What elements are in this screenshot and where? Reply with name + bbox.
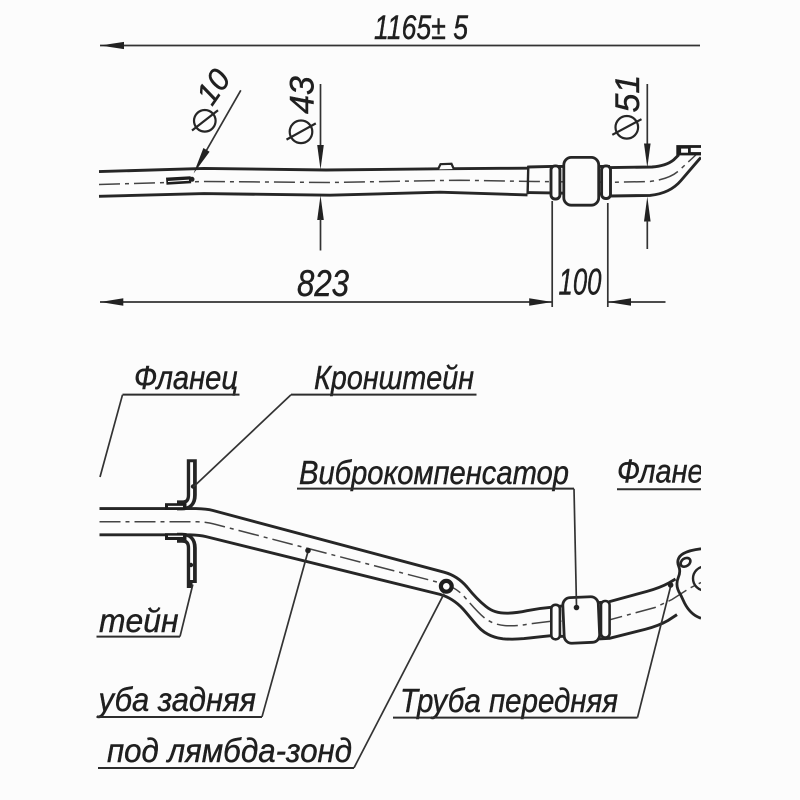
- svg-text:тейн: тейн: [99, 602, 179, 639]
- svg-text:Фланец: Фланец: [617, 453, 720, 490]
- svg-text:Фланец: Фланец: [134, 359, 238, 396]
- svg-text:Труба передняя: Труба передняя: [400, 682, 618, 719]
- svg-text:43: 43: [284, 76, 322, 114]
- svg-text:Кронштейн: Кронштейн: [314, 359, 474, 396]
- svg-text:51: 51: [609, 75, 647, 113]
- svg-text:100: 100: [559, 262, 602, 303]
- svg-text:Виброкомпенсатор: Виброкомпенсатор: [299, 454, 569, 491]
- svg-text:под лямбда-зонд: под лямбда-зонд: [107, 732, 352, 769]
- svg-text:823: 823: [297, 263, 349, 304]
- svg-text:1165± 5: 1165± 5: [374, 9, 468, 47]
- svg-text:уба задняя: уба задняя: [97, 681, 256, 718]
